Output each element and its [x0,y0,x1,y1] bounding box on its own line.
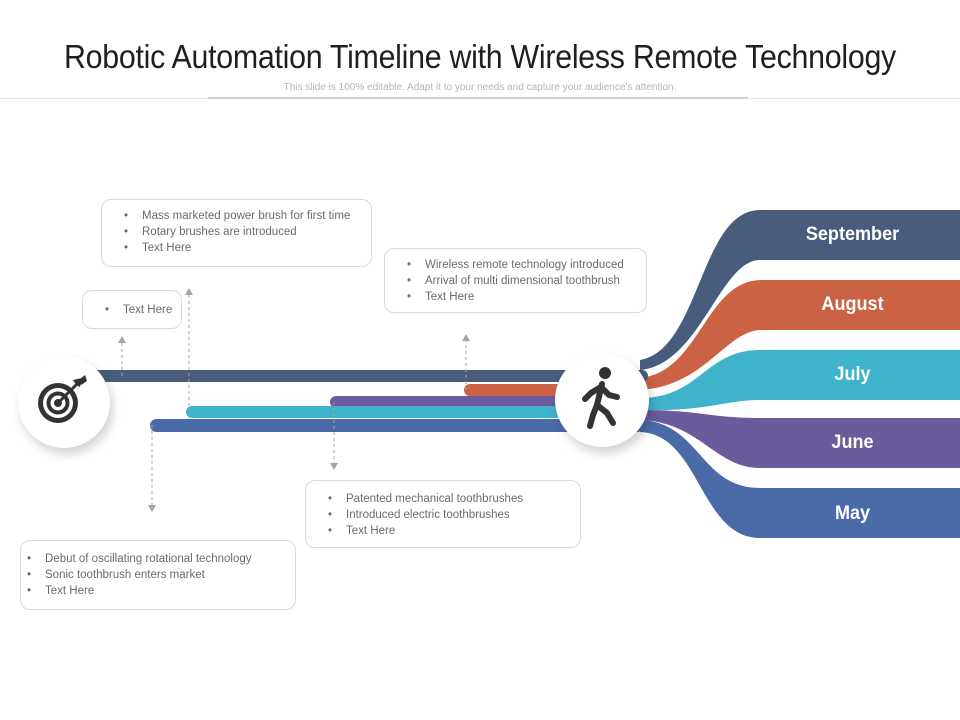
info-box-bottom-middle: Patented mechanical toothbrushes Introdu… [305,480,581,548]
month-label-may: May [834,503,871,524]
target-icon [38,375,87,423]
list-item: Wireless remote technology introduced [407,257,634,273]
info-box-bottom-left: Debut of oscillating rotational technolo… [20,540,296,610]
month-label-july: July [834,364,871,385]
info-box-top-left-main: Mass marketed power brush for first time… [101,199,372,267]
list-item: Text Here [407,289,634,305]
ribbon-july [640,350,960,411]
arrowhead-bottom-left [148,505,156,512]
arrowhead-top-main [185,288,193,295]
header-divider-accent [208,97,748,99]
list-item: Patented mechanical toothbrushes [328,491,568,507]
ribbon-august [640,280,960,390]
info-box-top-left-small: Text Here [82,290,182,329]
arrowhead-bottom-middle [330,463,338,470]
ribbon-september [640,210,960,370]
list-item: Sonic toothbrush enters market [27,567,283,583]
month-label-august: August [821,294,884,315]
list-item: Arrival of multi dimensional toothbrush [407,273,634,289]
list-item: Text Here [105,302,172,318]
list-item: Mass marketed power brush for first time [124,208,359,224]
list-item: Rotary brushes are introduced [124,224,359,240]
arrowhead-top-right [462,334,470,341]
list-item: Text Here [27,583,283,599]
end-circle [555,353,649,447]
page-title: Robotic Automation Timeline with Wireles… [64,38,896,75]
start-circle [18,356,110,448]
list-item: Text Here [124,240,359,256]
bar-september [88,370,648,382]
arrowhead-top-small [118,336,126,343]
bar-july [186,406,644,418]
list-item: Debut of oscillating rotational technolo… [27,551,283,567]
ribbon-may [640,420,960,538]
list-item: Text Here [328,523,568,539]
info-box-top-right: Wireless remote technology introduced Ar… [384,248,647,313]
month-label-june: June [831,432,874,453]
list-item: Introduced electric toothbrushes [328,507,568,523]
ribbon-june [640,410,960,468]
bar-may [150,419,644,432]
month-label-september: September [805,224,900,245]
walking-person-icon [582,367,620,429]
page-subtitle: This slide is 100% editable. Adapt it to… [283,82,677,93]
